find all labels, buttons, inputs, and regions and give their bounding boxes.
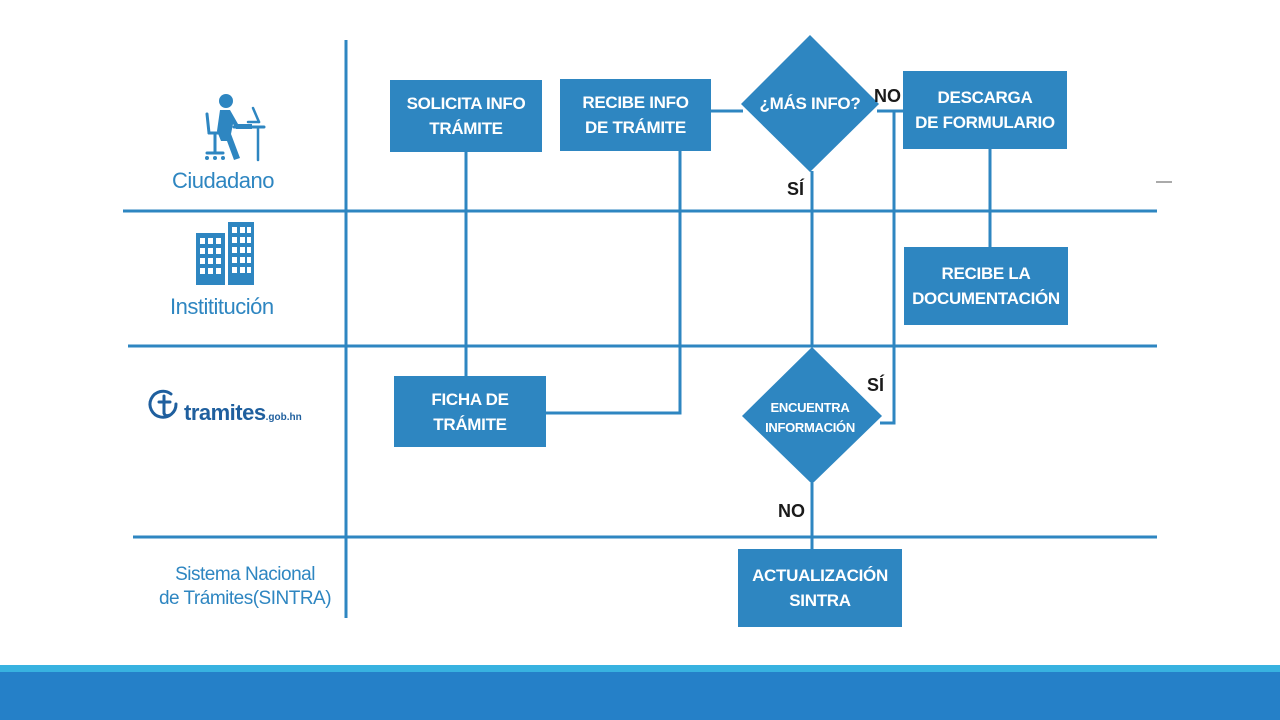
decision-encuentra (742, 347, 882, 484)
box-recibe-info: RECIBE INFO DE TRÁMITE (560, 79, 711, 151)
edge-label-no-bottom: NO (778, 501, 805, 521)
buildings-icon (196, 222, 254, 285)
edge-label-si-top: SÍ (787, 179, 805, 199)
tramites-logo-suffix: .gob.hn (265, 412, 302, 423)
lane-label-sintra: Sistema Nacional de Trámites(SINTRA) (158, 564, 332, 609)
tramites-logo-main: tramites (184, 400, 266, 425)
box-solicita-info: SOLICITA INFO TRÁMITE (390, 80, 542, 152)
decision-mas-info (741, 35, 879, 172)
lane-label-ciudadano: Ciudadano (172, 168, 274, 193)
footer-bar (0, 672, 1280, 720)
box-descarga-formulario: DESCARGA DE FORMULARIO (903, 71, 1067, 149)
connector-encuentra-descarga (880, 111, 896, 425)
person-desk-icon (205, 94, 266, 162)
decision-encuentra-label: ENCUENTRA INFORMACIÓN (765, 400, 855, 435)
footer-accent-bar (0, 665, 1280, 672)
box-actualizacion-sintra: ACTUALIZACIÓN SINTRA (738, 549, 902, 627)
tramites-logo-text: tramites.gob.hn (184, 400, 302, 426)
decision-mas-info-label: ¿MÁS INFO? (759, 94, 861, 113)
connector-ficha-recibe-info (546, 151, 682, 415)
box-ficha-tramite: FICHA DE TRÁMITE (394, 376, 546, 447)
box-recibe-documentacion: RECIBE LA DOCUMENTACIÓN (904, 247, 1068, 325)
edge-label-no-top: NO (874, 86, 901, 106)
edge-label-si-bottom: SÍ (867, 375, 885, 395)
lane-label-institucion: Instititución (170, 294, 274, 319)
tramites-logo-mark (148, 389, 178, 419)
